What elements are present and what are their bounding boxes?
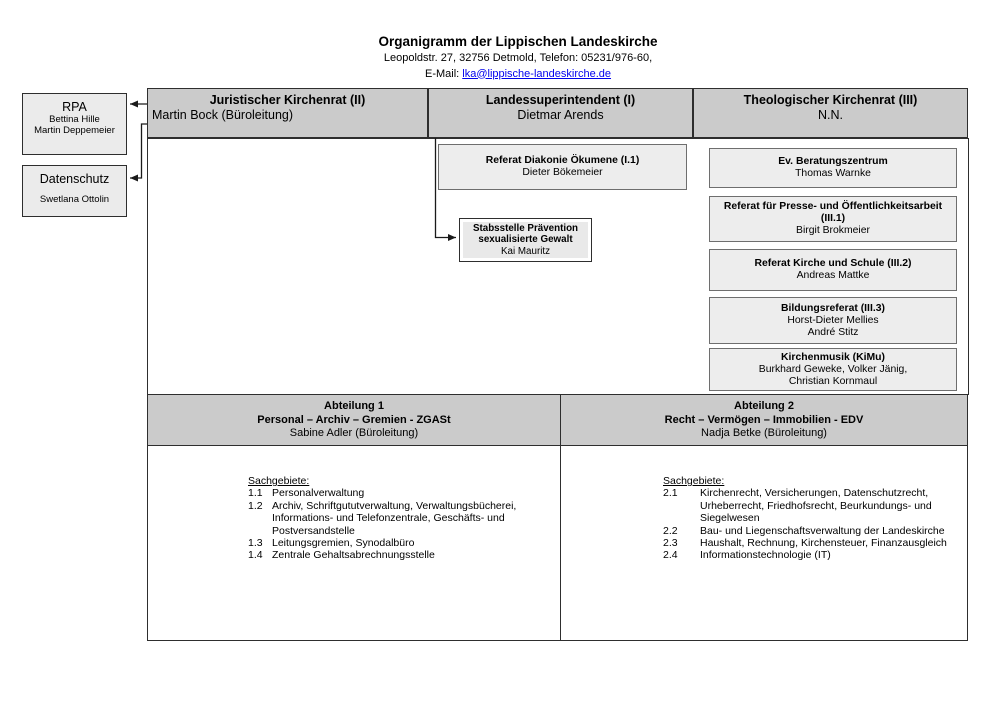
address-line: Leopoldstr. 27, 32756 Detmold, Telefon: … — [383, 52, 653, 64]
box-person: Christian Kornmaul — [788, 375, 878, 387]
dept-subtitle: Recht – Vermögen – Immobilien - EDV — [664, 413, 864, 426]
box-datenschutz-title: Datenschutz — [39, 172, 110, 186]
box-rpa-name: Bettina Hille — [49, 114, 100, 125]
box-title: Referat Kirche und Schule (III.2) — [754, 258, 912, 269]
arrow-to-datenschutz — [130, 123, 147, 182]
box-rpa-title: RPA — [62, 100, 87, 114]
box-person: Horst-Dieter Mellies — [787, 314, 879, 326]
box-person: Thomas Warnke — [795, 168, 871, 179]
box-referat-diakonie: Referat Diakonie Ökumene (I.1) Dieter Bö… — [438, 144, 687, 190]
box-title: Referat für Presse- und Öffentlichkeitsa… — [723, 201, 943, 224]
box-person: Dieter Bökemeier — [522, 167, 603, 178]
dept-title: Abteilung 2 — [734, 400, 794, 412]
box-theologischer-kirchenrat: Theologischer Kirchenrat (III) N.N. — [693, 88, 968, 138]
dept-subtitle: Personal – Archiv – Gremien - ZGASt — [257, 413, 451, 426]
box-person: André Stitz — [807, 326, 859, 338]
page-title: Organigramm der Lippischen Landeskirche — [378, 34, 658, 49]
box-title: Juristischer Kirchenrat (II) — [209, 93, 366, 107]
box-bildungsreferat: Bildungsreferat (III.3) Horst-Dieter Mel… — [709, 297, 957, 344]
dept-title: Abteilung 1 — [324, 400, 384, 412]
email-label: E-Mail: — [424, 67, 463, 80]
dept-header: Abteilung 1 Personal – Archiv – Gremien … — [148, 395, 560, 446]
dept-lead: Sabine Adler (Büroleitung) — [289, 427, 419, 439]
box-person: N.N. — [818, 108, 843, 122]
dept-lead: Nadja Betke (Büroleitung) — [701, 427, 827, 439]
list-title: Sachgebiete: — [248, 475, 310, 487]
box-landessuperintendent: Landessuperintendent (I) Dietmar Arends — [428, 88, 693, 138]
box-person: Dietmar Arends — [517, 108, 604, 122]
box-rpa: RPA Bettina Hille Martin Deppemeier — [22, 93, 127, 155]
box-person: Kai Mauritz — [501, 245, 550, 257]
box-person: Martin Bock (Büroleitung) — [152, 108, 294, 122]
box-title: Bildungsreferat (III.3) — [781, 302, 885, 314]
box-title: sexualisierte Gewalt — [478, 234, 573, 246]
box-title: Landessuperintendent (I) — [485, 93, 636, 107]
email-line: E-Mail: lka@lippische-landeskirche.de — [36, 68, 1000, 81]
box-datenschutz: Datenschutz Swetlana Ottolin — [22, 165, 127, 217]
dept-header: Abteilung 2 Recht – Vermögen – Immobilie… — [561, 395, 967, 446]
box-beratungszentrum: Ev. Beratungszentrum Thomas Warnke — [709, 148, 957, 188]
box-title: Stabsstelle Prävention — [472, 222, 579, 234]
box-kirchenmusik: Kirchenmusik (KiMu) Burkhard Geweke, Vol… — [709, 348, 957, 391]
box-rpa-name: Martin Deppemeier — [34, 125, 115, 136]
box-person: Burkhard Geweke, Volker Jänig, — [758, 363, 908, 375]
box-title: Kirchenmusik (KiMu) — [781, 351, 885, 363]
box-title: Theologischer Kirchenrat (III) — [743, 93, 918, 107]
list-title: Sachgebiete: — [663, 475, 725, 487]
box-title: Ev. Beratungszentrum — [778, 156, 888, 167]
box-stabsstelle-praevention: Stabsstelle Prävention sexualisierte Gew… — [459, 218, 592, 262]
page-header: Organigramm der Lippischen Landeskirche … — [36, 34, 1000, 80]
dept-abteilung-2: Abteilung 2 Recht – Vermögen – Immobilie… — [560, 394, 968, 641]
box-person: Birgit Brokmeier — [796, 225, 870, 236]
box-title: Referat Diakonie Ökumene (I.1) — [485, 155, 640, 166]
box-kirche-und-schule: Referat Kirche und Schule (III.2) Andrea… — [709, 249, 957, 291]
box-presse-oeffentlichkeitsarbeit: Referat für Presse- und Öffentlichkeitsa… — [709, 196, 957, 242]
dept-abteilung-1: Abteilung 1 Personal – Archiv – Gremien … — [147, 394, 561, 641]
box-datenschutz-name: Swetlana Ottolin — [39, 194, 110, 205]
box-person: Andreas Mattke — [796, 270, 870, 281]
email-link[interactable]: lka@lippische-landeskirche.de — [462, 67, 612, 80]
box-juristischer-kirchenrat: Juristischer Kirchenrat (II) Martin Bock… — [147, 88, 428, 138]
